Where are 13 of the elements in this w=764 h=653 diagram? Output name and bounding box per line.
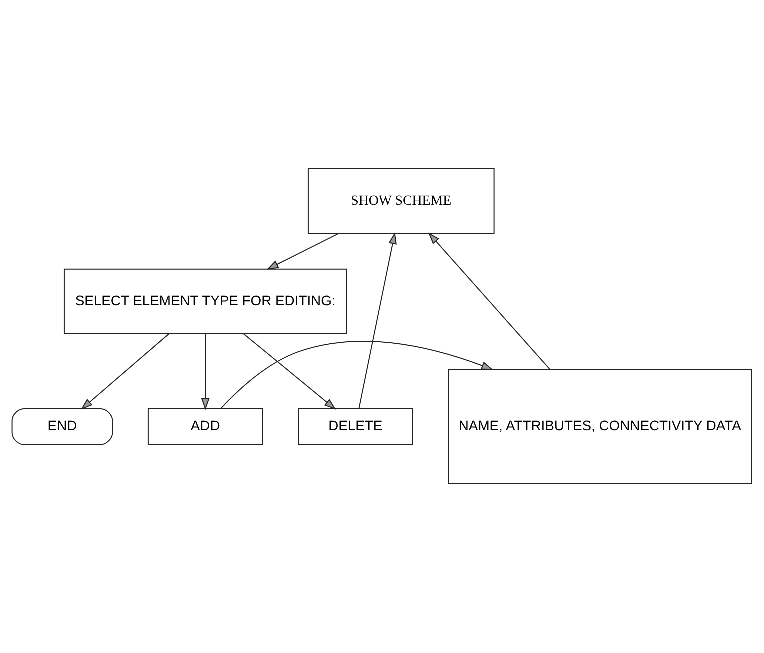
arrow xyxy=(243,334,336,410)
node-box: DELETE xyxy=(298,408,414,446)
node-box: ADD xyxy=(148,408,264,446)
arrow xyxy=(81,334,170,410)
node-box: SHOW SCHEME xyxy=(308,168,495,234)
node-box: SELECT ELEMENT TYPE FOR EDITING: xyxy=(64,268,348,334)
arrow xyxy=(266,233,340,270)
arrow xyxy=(358,232,397,410)
arrow xyxy=(220,341,494,410)
node-box: NAME, ATTRIBUTES, CONNECTIVITY DATA xyxy=(448,369,752,485)
node-box: END xyxy=(12,408,114,446)
arrow xyxy=(201,334,210,410)
arrow xyxy=(428,232,550,370)
